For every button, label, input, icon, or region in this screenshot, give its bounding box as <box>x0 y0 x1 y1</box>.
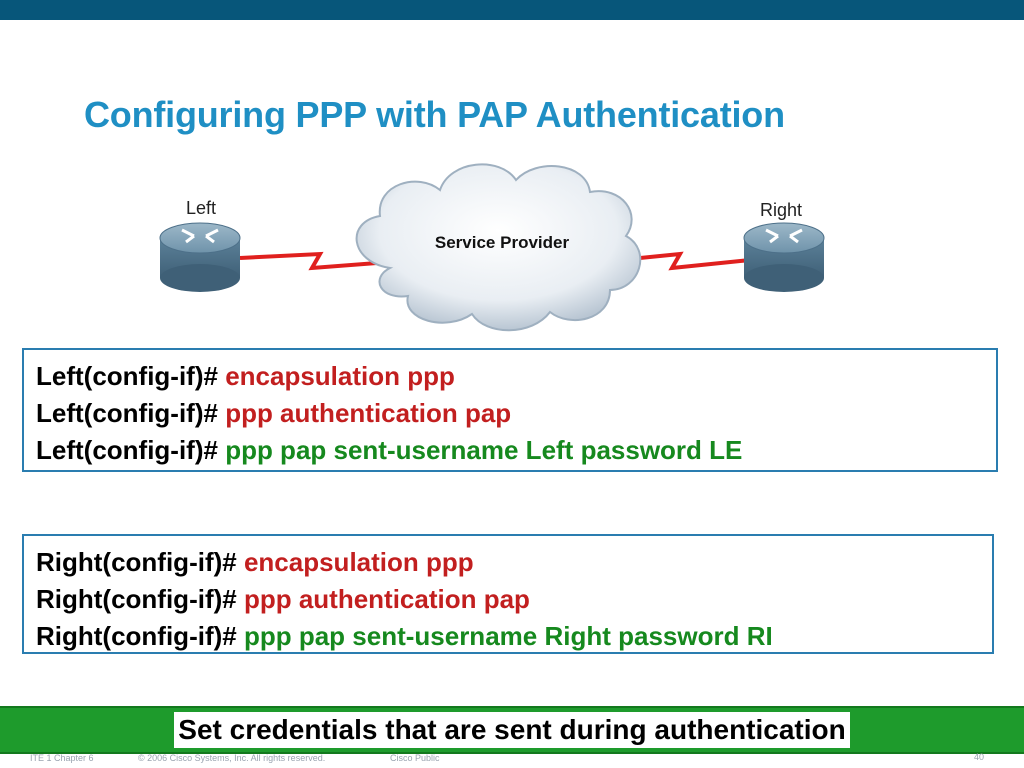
cli-prompt: Left(config-if)# <box>36 435 226 465</box>
cli-command: ppp authentication pap <box>243 584 530 614</box>
left-router-commands: Left(config-if)# encapsulation ppp Left(… <box>22 348 998 472</box>
cli-prompt: Left(config-if)# <box>36 361 226 391</box>
cli-prompt: Right(config-if)# <box>36 547 244 577</box>
router-left-label: Left <box>186 198 216 218</box>
summary-banner: Set credentials that are sent during aut… <box>0 706 1024 754</box>
serial-link-left <box>239 251 391 271</box>
cli-command: ppp authentication pap <box>225 398 512 428</box>
footer-classification: Cisco Public <box>390 753 440 763</box>
cli-command: ppp pap sent-username Right password RI <box>243 621 773 651</box>
right-command-line: Right(config-if)# ppp authentication pap <box>36 581 992 618</box>
footer-copyright: © 2006 Cisco Systems, Inc. All rights re… <box>138 753 326 763</box>
left-command-line: Left(config-if)# ppp pap sent-username L… <box>36 432 996 469</box>
right-command-line: Right(config-if)# encapsulation ppp <box>36 544 992 581</box>
footer-page-number: 40 <box>974 752 985 762</box>
left-command-line: Left(config-if)# encapsulation ppp <box>36 358 996 395</box>
cli-command: encapsulation ppp <box>225 361 455 391</box>
cloud-label: Service Provider <box>435 233 570 252</box>
router-right-icon <box>743 222 825 292</box>
cli-command: encapsulation ppp <box>243 547 474 577</box>
network-diagram: Service Provider Left Right <box>159 163 825 332</box>
slide-title: Configuring PPP with PAP Authentication <box>84 94 785 135</box>
footer-course: ITE 1 Chapter 6 <box>30 753 94 763</box>
cli-prompt: Right(config-if)# <box>36 584 244 614</box>
cli-command: ppp pap sent-username Left password LE <box>225 435 743 465</box>
router-right-label: Right <box>760 200 802 220</box>
cli-prompt: Right(config-if)# <box>36 621 244 651</box>
summary-banner-text: Set credentials that are sent during aut… <box>174 712 850 748</box>
service-provider-cloud: Service Provider <box>355 163 642 332</box>
left-command-line: Left(config-if)# ppp authentication pap <box>36 395 996 432</box>
header-bar <box>0 0 1024 20</box>
router-left-icon <box>159 222 241 292</box>
cli-prompt: Left(config-if)# <box>36 398 226 428</box>
right-router-commands: Right(config-if)# encapsulation ppp Righ… <box>22 534 994 654</box>
right-command-line: Right(config-if)# ppp pap sent-username … <box>36 618 992 655</box>
